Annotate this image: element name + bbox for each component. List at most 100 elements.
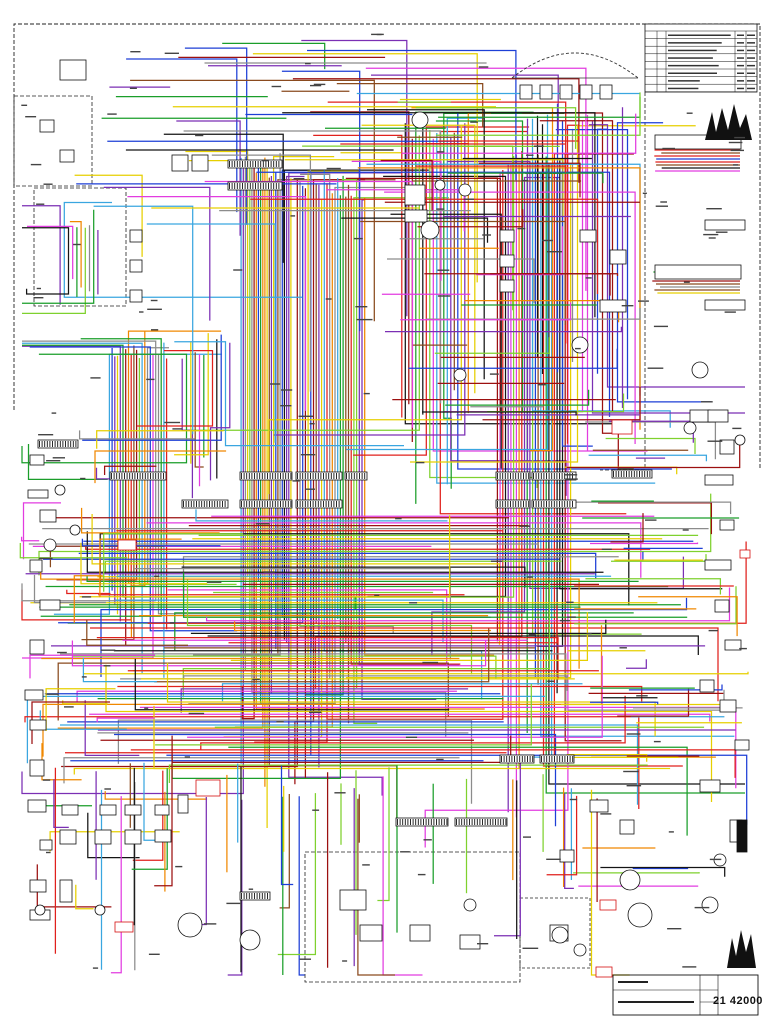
wire [89,713,711,722]
component [59,879,73,903]
component-circle [683,421,697,435]
wire [182,582,551,698]
label-mark [312,809,320,811]
component [499,254,515,268]
wire [187,655,603,738]
label-mark [621,305,634,307]
component [99,804,117,816]
wire [24,716,640,809]
connector-body [227,181,283,191]
label-mark [682,529,689,531]
wire [78,430,195,440]
wire [305,175,344,696]
connector [37,439,79,449]
label-mark [477,943,489,945]
label-mark [73,243,81,246]
wire [194,352,204,468]
label-mark [564,474,578,476]
label-mark [139,311,144,313]
label-mark [491,560,503,562]
label-mark [521,179,529,182]
connector-body [239,499,293,509]
revision-table-entry-mark [668,72,717,74]
revision-table-entry-mark [737,42,744,44]
label-mark [733,164,739,166]
wire [410,125,696,463]
component [39,839,53,851]
label-mark [356,318,373,321]
label-mark [566,601,574,603]
wire [42,625,603,757]
wire [310,111,410,405]
region-box-dashed [33,187,127,307]
wire [154,628,490,683]
wire [272,155,335,602]
wire [45,688,116,731]
label-mark [195,134,204,137]
wire [56,349,138,581]
label-mark [263,571,275,573]
wire [57,166,264,729]
wire [184,47,248,225]
wire [146,223,276,443]
region-box-dashed [304,851,521,983]
wire [85,546,651,550]
wire [104,560,562,574]
component [171,154,189,172]
label-mark [292,480,300,482]
label-mark [305,62,311,65]
component [29,879,47,893]
connector [499,754,535,764]
component [24,689,44,701]
wire [57,662,449,721]
label-marks-layer [21,33,747,969]
wire [81,538,221,547]
label-mark [46,851,51,854]
component-circle [420,220,440,240]
label-mark [310,84,322,87]
revision-table-entry-mark [747,87,755,90]
wire [539,120,614,412]
wire [110,796,122,974]
revision-table-entry-mark [737,87,744,90]
region-box-dashed [13,95,93,187]
wire [588,454,708,462]
wire [277,793,317,956]
connector [539,754,575,764]
label-mark [52,457,65,459]
component [539,84,553,100]
wire [616,551,644,562]
label-mark [437,269,450,271]
label-mark [30,163,42,166]
component [704,299,746,311]
label-mark [436,208,445,210]
wire [307,49,517,181]
wire [29,654,156,679]
revision-table-entry-mark [747,80,755,82]
wire [143,762,165,841]
label-mark [526,576,533,578]
label-mark [188,712,205,715]
label-mark [51,412,57,414]
component [699,779,721,793]
connector [395,817,449,827]
label-mark [43,183,53,185]
component-circle [619,869,641,891]
label-mark [81,676,87,678]
component [29,759,45,777]
label-mark [423,839,432,841]
wire [114,733,557,827]
wire [301,39,408,317]
component-circle [34,904,46,916]
connector-body [395,817,449,827]
wire [438,125,580,142]
label-mark [233,269,243,271]
wire [84,700,140,757]
label-mark [334,792,346,794]
wire [254,183,328,743]
label-mark [309,423,315,425]
wire [33,574,106,604]
wire [96,717,155,723]
wire [138,358,237,586]
